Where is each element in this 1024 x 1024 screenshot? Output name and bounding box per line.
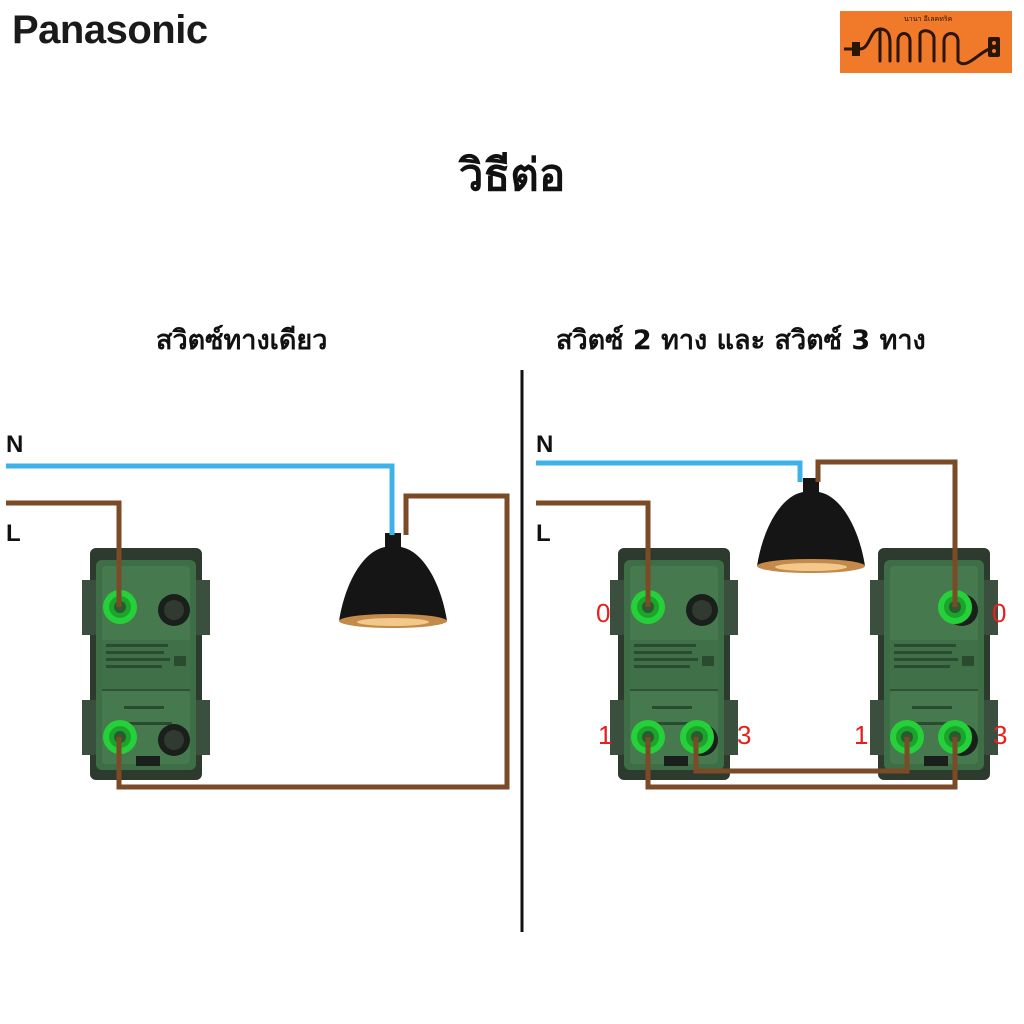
right-lamp-to-switch-b-wire [815,459,958,607]
right-switch-b [869,547,999,781]
switch-a-label-3: 3 [737,720,751,750]
traveler-wire-inner [693,737,910,774]
right-lamp-icon [757,478,865,573]
switch-b-label-0: 0 [992,598,1006,628]
switch-a-label-0: 0 [596,598,610,628]
right-switch-a [609,547,739,781]
left-line-wire [6,500,122,607]
left-neutral-label: N [6,431,23,458]
right-line-label: L [536,520,551,547]
left-line-label: L [6,520,21,547]
left-neutral-wire [6,463,395,535]
switch-a-label-1: 1 [598,720,612,750]
left-switch [81,547,211,781]
brand-logo: Panasonic [12,8,208,52]
traveler-wire-outer [645,737,958,790]
left-switched-wire [116,493,510,790]
right-neutral-wire [536,460,803,482]
shop-logo [840,11,1012,73]
left-lamp-icon [339,533,447,628]
right-line-wire [536,500,651,607]
right-neutral-label: N [536,431,553,458]
shop-logo-plug-icon [844,27,1000,66]
shop-logo-text: นานา อีเลคทริค [904,15,953,23]
page-title: วิธีต่อ [458,150,566,201]
switch-b-label-3: 3 [993,720,1007,750]
left-section-title: สวิตซ์ทางเดียว [156,325,328,356]
right-section-title: สวิตซ์ 2 ทาง และ สวิตซ์ 3 ทาง [556,325,926,356]
switch-b-label-1: 1 [854,720,868,750]
